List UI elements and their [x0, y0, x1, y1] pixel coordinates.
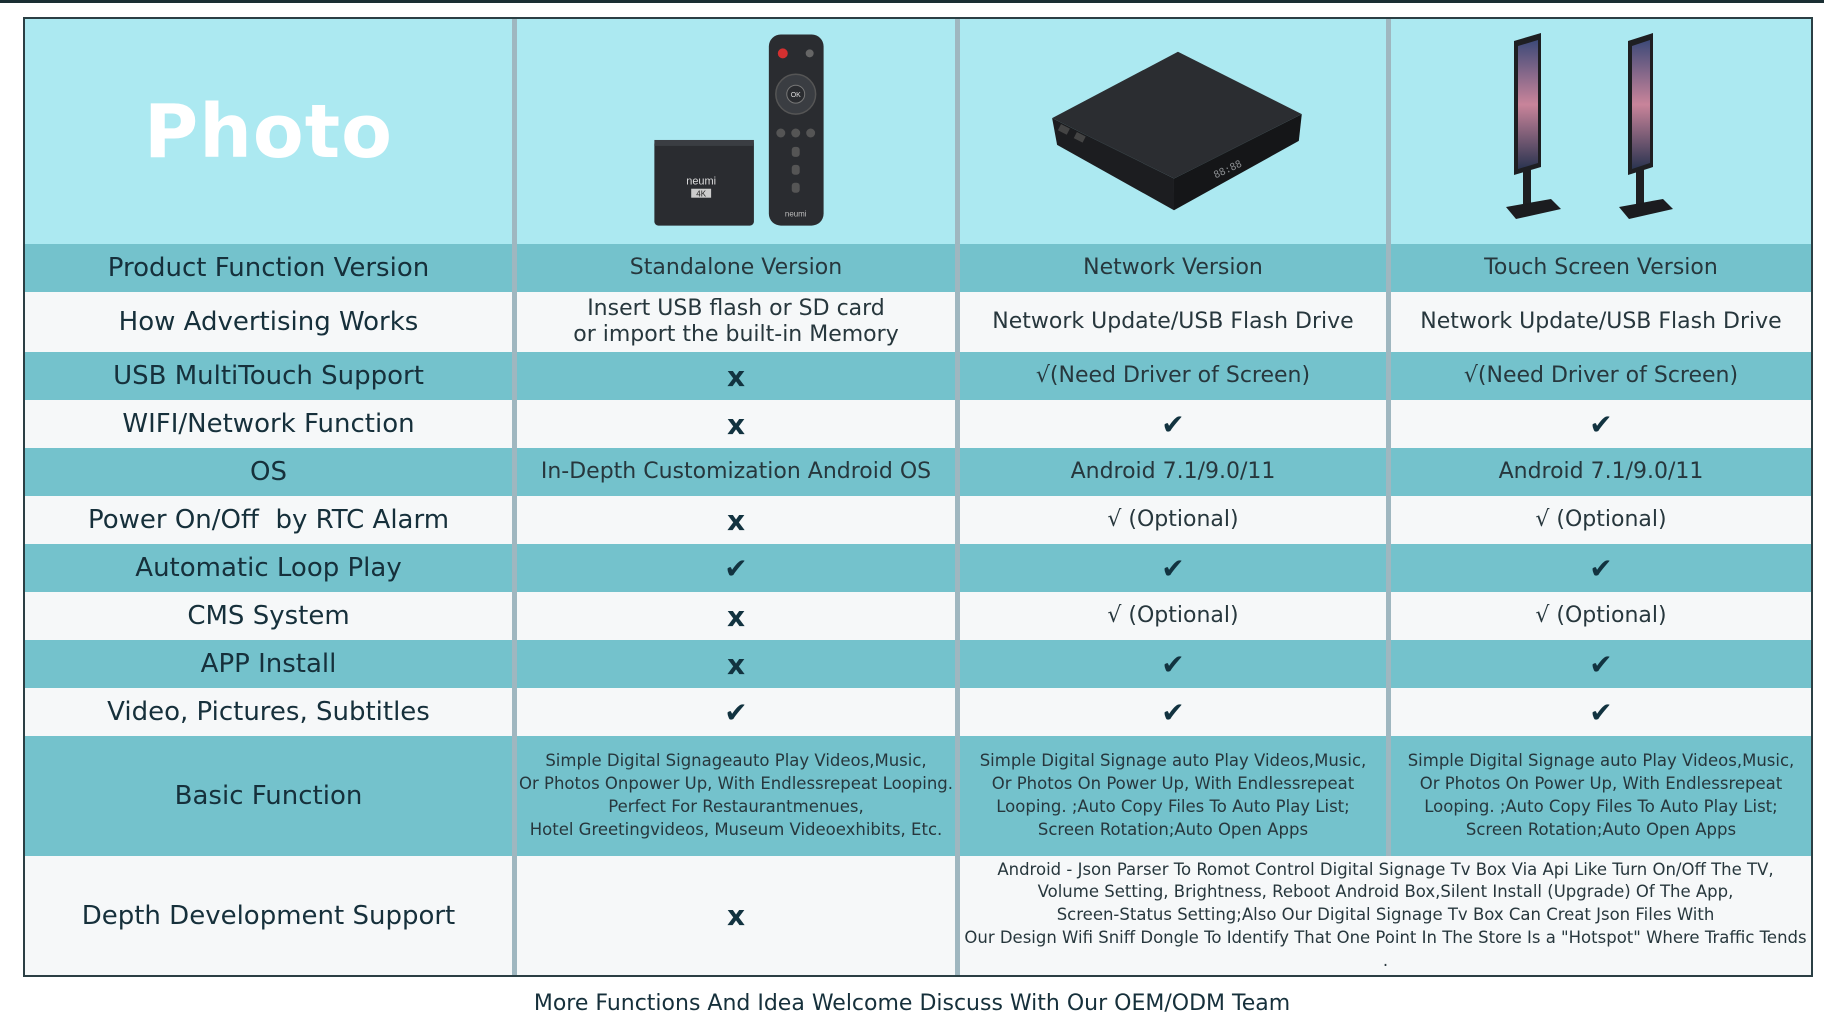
- cell-standalone: Simple Digital Signageauto Play Videos,M…: [517, 736, 960, 856]
- table-row: Automatic Loop Play ✔ ✔ ✔: [25, 544, 1811, 592]
- row-label: OS: [25, 448, 517, 496]
- table-row: Power On/Off by RTC Alarm x √ (Optional)…: [25, 496, 1811, 544]
- check-icon: ✔: [517, 544, 960, 592]
- check-icon: ✔: [517, 688, 960, 736]
- check-icon: ✔: [960, 400, 1391, 448]
- footer-note: More Functions And Idea Welcome Discuss …: [533, 991, 1291, 1016]
- cross-mark: x: [517, 856, 960, 975]
- table-row: Depth Development Support x Android - Js…: [25, 856, 1811, 975]
- row-label: APP Install: [25, 640, 517, 688]
- row-label: Depth Development Support: [25, 856, 517, 975]
- table-header-row: Photo neumi 4K OK: [25, 19, 1811, 244]
- check-icon: ✔: [1391, 640, 1811, 688]
- cell-network: Network Update/USB Flash Drive: [960, 292, 1391, 352]
- cell-touch-screen: √ (Optional): [1391, 496, 1811, 544]
- cell-touch-screen: √ (Optional): [1391, 592, 1811, 640]
- table-row: Basic Function Simple Digital Signageaut…: [25, 736, 1811, 856]
- row-label: Automatic Loop Play: [25, 544, 517, 592]
- cell-standalone: Standalone Version: [517, 244, 960, 292]
- cell-network: Network Version: [960, 244, 1391, 292]
- row-label: Power On/Off by RTC Alarm: [25, 496, 517, 544]
- cell-network: √ (Optional): [960, 496, 1391, 544]
- cell-network: Android 7.1/9.0/11: [960, 448, 1391, 496]
- header-title-cell: Photo: [25, 19, 517, 244]
- row-label: CMS System: [25, 592, 517, 640]
- cell-touch-screen: Android 7.1/9.0/11: [1391, 448, 1811, 496]
- table-row: USB MultiTouch Support x √(Need Driver o…: [25, 352, 1811, 400]
- remote-ok-text: OK: [791, 92, 801, 99]
- network-product-image: 88:88: [960, 19, 1391, 244]
- row-label: Product Function Version: [25, 244, 517, 292]
- table-row: OS In-Depth Customization Android OS And…: [25, 448, 1811, 496]
- cell-network: √(Need Driver of Screen): [960, 352, 1391, 400]
- cross-mark: x: [517, 352, 960, 400]
- touch-screen-product-image: [1391, 19, 1811, 244]
- cross-mark: x: [517, 592, 960, 640]
- cell-network-touch-merged: Android - Json Parser To Romot Control D…: [960, 856, 1811, 975]
- table-row: How Advertising Works Insert USB flash o…: [25, 292, 1811, 352]
- cell-standalone: In-Depth Customization Android OS: [517, 448, 960, 496]
- table-row: APP Install x ✔ ✔: [25, 640, 1811, 688]
- table-row: Product Function Version Standalone Vers…: [25, 244, 1811, 292]
- cross-mark: x: [517, 640, 960, 688]
- check-icon: ✔: [1391, 544, 1811, 592]
- row-label: Basic Function: [25, 736, 517, 856]
- table-row: WIFI/Network Function x ✔ ✔: [25, 400, 1811, 448]
- standalone-badge-text: 4K: [696, 190, 706, 199]
- row-label: WIFI/Network Function: [25, 400, 517, 448]
- check-icon: ✔: [960, 640, 1391, 688]
- cross-mark: x: [517, 400, 960, 448]
- cell-touch-screen: √(Need Driver of Screen): [1391, 352, 1811, 400]
- standalone-logo-text: neumi: [686, 176, 716, 188]
- row-label: Video, Pictures, Subtitles: [25, 688, 517, 736]
- cell-network: Simple Digital Signage auto Play Videos,…: [960, 736, 1391, 856]
- check-icon: ✔: [1391, 400, 1811, 448]
- standalone-product-image: neumi 4K OK neumi: [517, 19, 960, 244]
- cell-touch-screen: Touch Screen Version: [1391, 244, 1811, 292]
- check-icon: ✔: [960, 544, 1391, 592]
- check-icon: ✔: [1391, 688, 1811, 736]
- android-box-illustration: 88:88: [1052, 51, 1302, 211]
- cell-standalone: Insert USB flash or SD card or import th…: [517, 292, 960, 352]
- row-label: How Advertising Works: [25, 292, 517, 352]
- cell-touch-screen: Simple Digital Signage auto Play Videos,…: [1391, 736, 1811, 856]
- comparison-table: Photo neumi 4K OK: [23, 17, 1813, 977]
- check-icon: ✔: [960, 688, 1391, 736]
- row-label: USB MultiTouch Support: [25, 352, 517, 400]
- table-row: CMS System x √ (Optional) √ (Optional): [25, 592, 1811, 640]
- remote-logo-text: neumi: [785, 210, 807, 219]
- table-row: Video, Pictures, Subtitles ✔ ✔ ✔: [25, 688, 1811, 736]
- media-player-remote-illustration: neumi 4K OK neumi: [654, 34, 824, 226]
- kiosk-displays-illustration: [1506, 33, 1673, 219]
- cell-touch-screen: Network Update/USB Flash Drive: [1391, 292, 1811, 352]
- top-border-line: [0, 0, 1824, 3]
- cell-network: √ (Optional): [960, 592, 1391, 640]
- page-title: Photo: [144, 88, 393, 175]
- cross-mark: x: [517, 496, 960, 544]
